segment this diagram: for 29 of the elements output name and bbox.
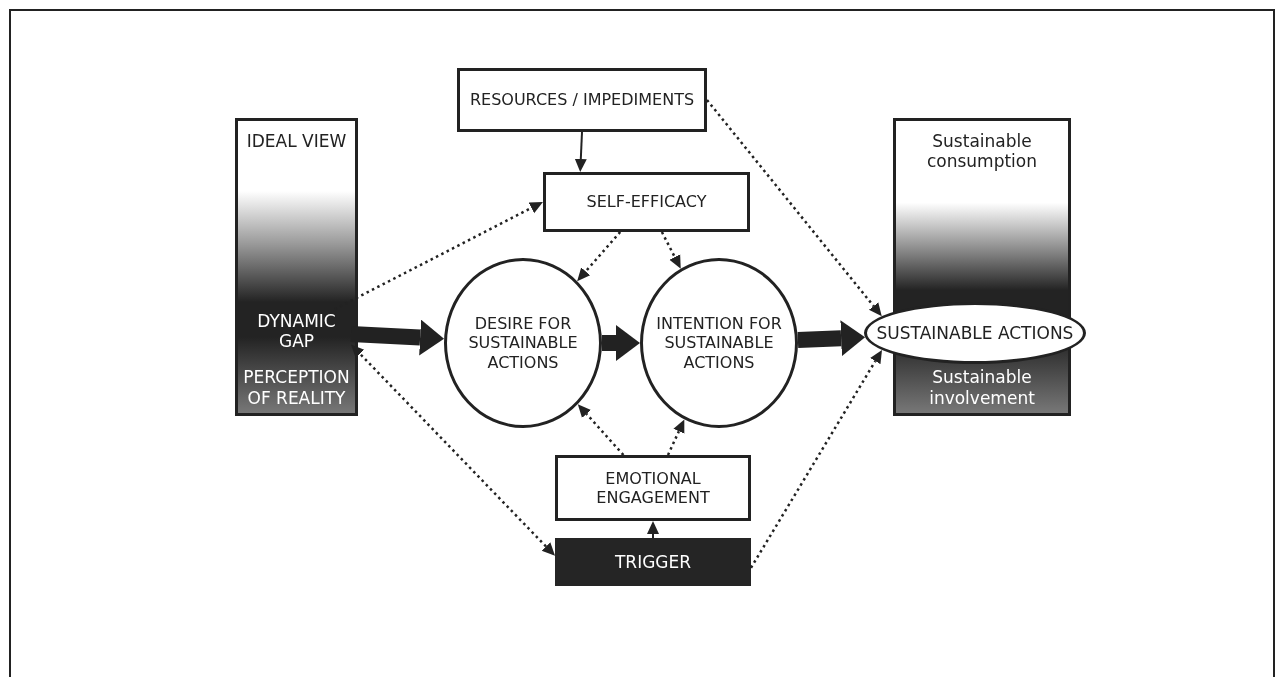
dotted-arrow	[577, 231, 622, 282]
node-text: SUSTAINABLE ACTIONS	[876, 322, 1074, 344]
dotted-arrow	[350, 344, 556, 556]
node-text: TRIGGER	[614, 551, 692, 573]
node-text: PERCEPTION OF REALITY	[242, 367, 351, 408]
process-box	[457, 68, 707, 132]
dotted-arrow	[577, 404, 625, 456]
node-text: DYNAMIC GAP	[256, 310, 337, 352]
arrow	[574, 131, 587, 172]
thick-arrow	[350, 319, 445, 356]
dotted-arrow	[706, 99, 882, 317]
node-text: IDEAL VIEW	[246, 131, 347, 152]
thick-arrow	[797, 320, 866, 357]
node-text: DESIRE FOR SUSTAINABLE ACTIONS	[467, 314, 579, 372]
dotted-arrow	[749, 349, 882, 569]
node-text: SELF-EFFICACY	[586, 192, 707, 212]
thick-arrow	[602, 325, 640, 361]
node-text: RESOURCES / IMPEDIMENTS	[469, 90, 695, 110]
arrow	[647, 521, 659, 539]
process-box	[555, 455, 751, 521]
process-box	[555, 538, 751, 586]
node-text: Sustainable consumption	[925, 131, 1039, 172]
process-box	[543, 172, 750, 232]
dotted-arrow	[666, 419, 685, 456]
dotted-arrow	[660, 231, 681, 269]
node-text: INTENTION FOR SUSTAINABLE ACTIONS	[655, 314, 783, 372]
node-text: EMOTIONAL ENGAGEMENT	[595, 468, 711, 508]
node-text: Sustainable involvement	[928, 367, 1036, 408]
gradient-column	[235, 118, 358, 416]
